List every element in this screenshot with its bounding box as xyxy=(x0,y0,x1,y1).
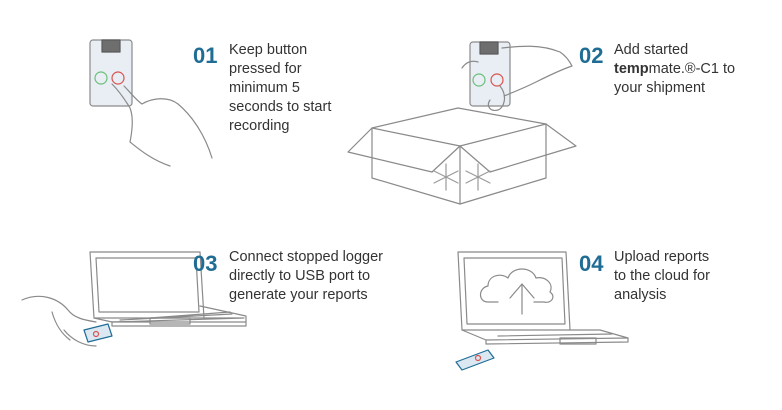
laptop-icon xyxy=(89,251,247,327)
snowflake-icon xyxy=(433,163,491,191)
step-04-line: analysis xyxy=(614,287,667,303)
step-03-text: Connect stopped logger directly to USB p… xyxy=(229,248,383,305)
laptop-icon xyxy=(457,251,629,345)
step-01-line: recording xyxy=(229,118,290,134)
step-03-line: Connect stopped logger xyxy=(229,249,383,265)
brand-name-rest: mate.®-C1 to xyxy=(648,61,736,77)
logger-device-icon xyxy=(469,41,511,107)
step-02-line: tempmate.®-C1 to xyxy=(614,60,735,79)
cloud-upload-icon xyxy=(479,268,554,315)
logger-device-icon xyxy=(89,39,133,107)
step-number-02: 02 xyxy=(579,43,604,68)
step-03-line: directly to USB port to xyxy=(229,268,371,284)
step-01-line: minimum 5 xyxy=(229,80,300,96)
step-04-line: to the cloud for xyxy=(614,268,710,284)
step-number-04: 04 xyxy=(579,251,604,276)
step-01-text: Keep button pressed for minimum 5 second… xyxy=(229,41,331,136)
step-02-line: your shipment xyxy=(614,80,706,96)
brand-name-bold: temp xyxy=(614,61,649,77)
step-01-line: seconds to start xyxy=(229,99,332,115)
step-number-03: 03 xyxy=(193,251,218,276)
hand-icon xyxy=(461,45,573,111)
hand-icon xyxy=(21,295,97,347)
step-02-line: Add started xyxy=(614,42,689,58)
step-01-line: Keep button xyxy=(229,42,308,58)
hand-icon xyxy=(111,83,213,167)
usb-logger-icon xyxy=(455,349,495,371)
box-icon xyxy=(347,107,577,205)
step-number-01: 01 xyxy=(193,43,218,68)
step-04-line: Upload reports xyxy=(614,249,710,265)
step-04-text: Upload reports to the cloud for analysis xyxy=(614,248,710,305)
usb-logger-icon xyxy=(83,323,113,343)
step-03-line: generate your reports xyxy=(229,287,368,303)
step-02-text: Add started tempmate.®-C1 to your shipme… xyxy=(614,41,735,98)
step-01-line: pressed for xyxy=(229,61,302,77)
